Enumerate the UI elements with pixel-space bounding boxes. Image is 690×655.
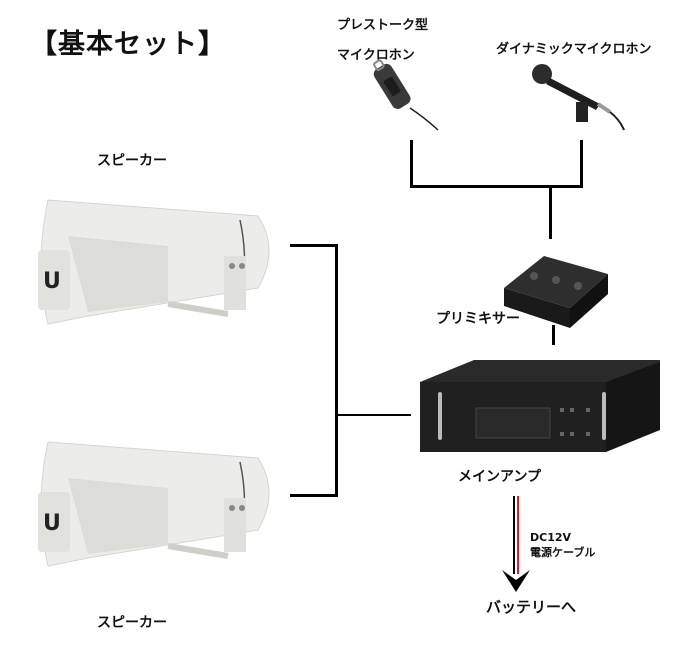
speaker2-wire: [290, 494, 338, 497]
amp-output-wire: [335, 414, 411, 416]
dynamic-mic-image: [532, 64, 625, 131]
press-talk-mic-image: [373, 59, 439, 131]
premixer-label: プリミキサー: [436, 311, 520, 327]
cable-label-1: DC12V: [530, 531, 572, 544]
speaker-bottom-badge: U: [43, 511, 61, 536]
battery-label: バッテリーへ: [486, 598, 577, 616]
dynamic-mic-label: ダイナミックマイクロホン: [496, 42, 652, 57]
mixer-input-wire: [549, 185, 552, 239]
speaker-top-image: U: [38, 199, 270, 325]
mic2-wire: [580, 140, 583, 188]
speaker1-wire: [290, 244, 338, 247]
cable-red-wire: [517, 496, 519, 574]
speaker-top-label: スピーカー: [97, 153, 167, 169]
main-amp-label: メインアンプ: [458, 469, 542, 485]
mic-join-wire: [410, 185, 583, 188]
speaker-bottom-image: U: [38, 441, 270, 567]
premixer-image: [504, 256, 608, 328]
mic1-wire: [410, 140, 413, 188]
press-talk-mic-label-1: プレストーク型: [337, 18, 429, 33]
speaker-bus-wire: [335, 244, 338, 497]
cable-black-wire: [513, 496, 515, 574]
arrow-down-icon: [502, 570, 530, 592]
speaker-top-badge: U: [43, 269, 61, 294]
press-talk-mic-label-2: マイクロホン: [337, 48, 415, 63]
mixer-to-amp-wire: [552, 325, 555, 345]
main-amp-image: [420, 360, 660, 452]
diagram-title: 【基本セット】: [30, 29, 226, 60]
speaker-bottom-label: スピーカー: [97, 615, 167, 631]
cable-label-2: 電源ケーブル: [530, 546, 596, 559]
